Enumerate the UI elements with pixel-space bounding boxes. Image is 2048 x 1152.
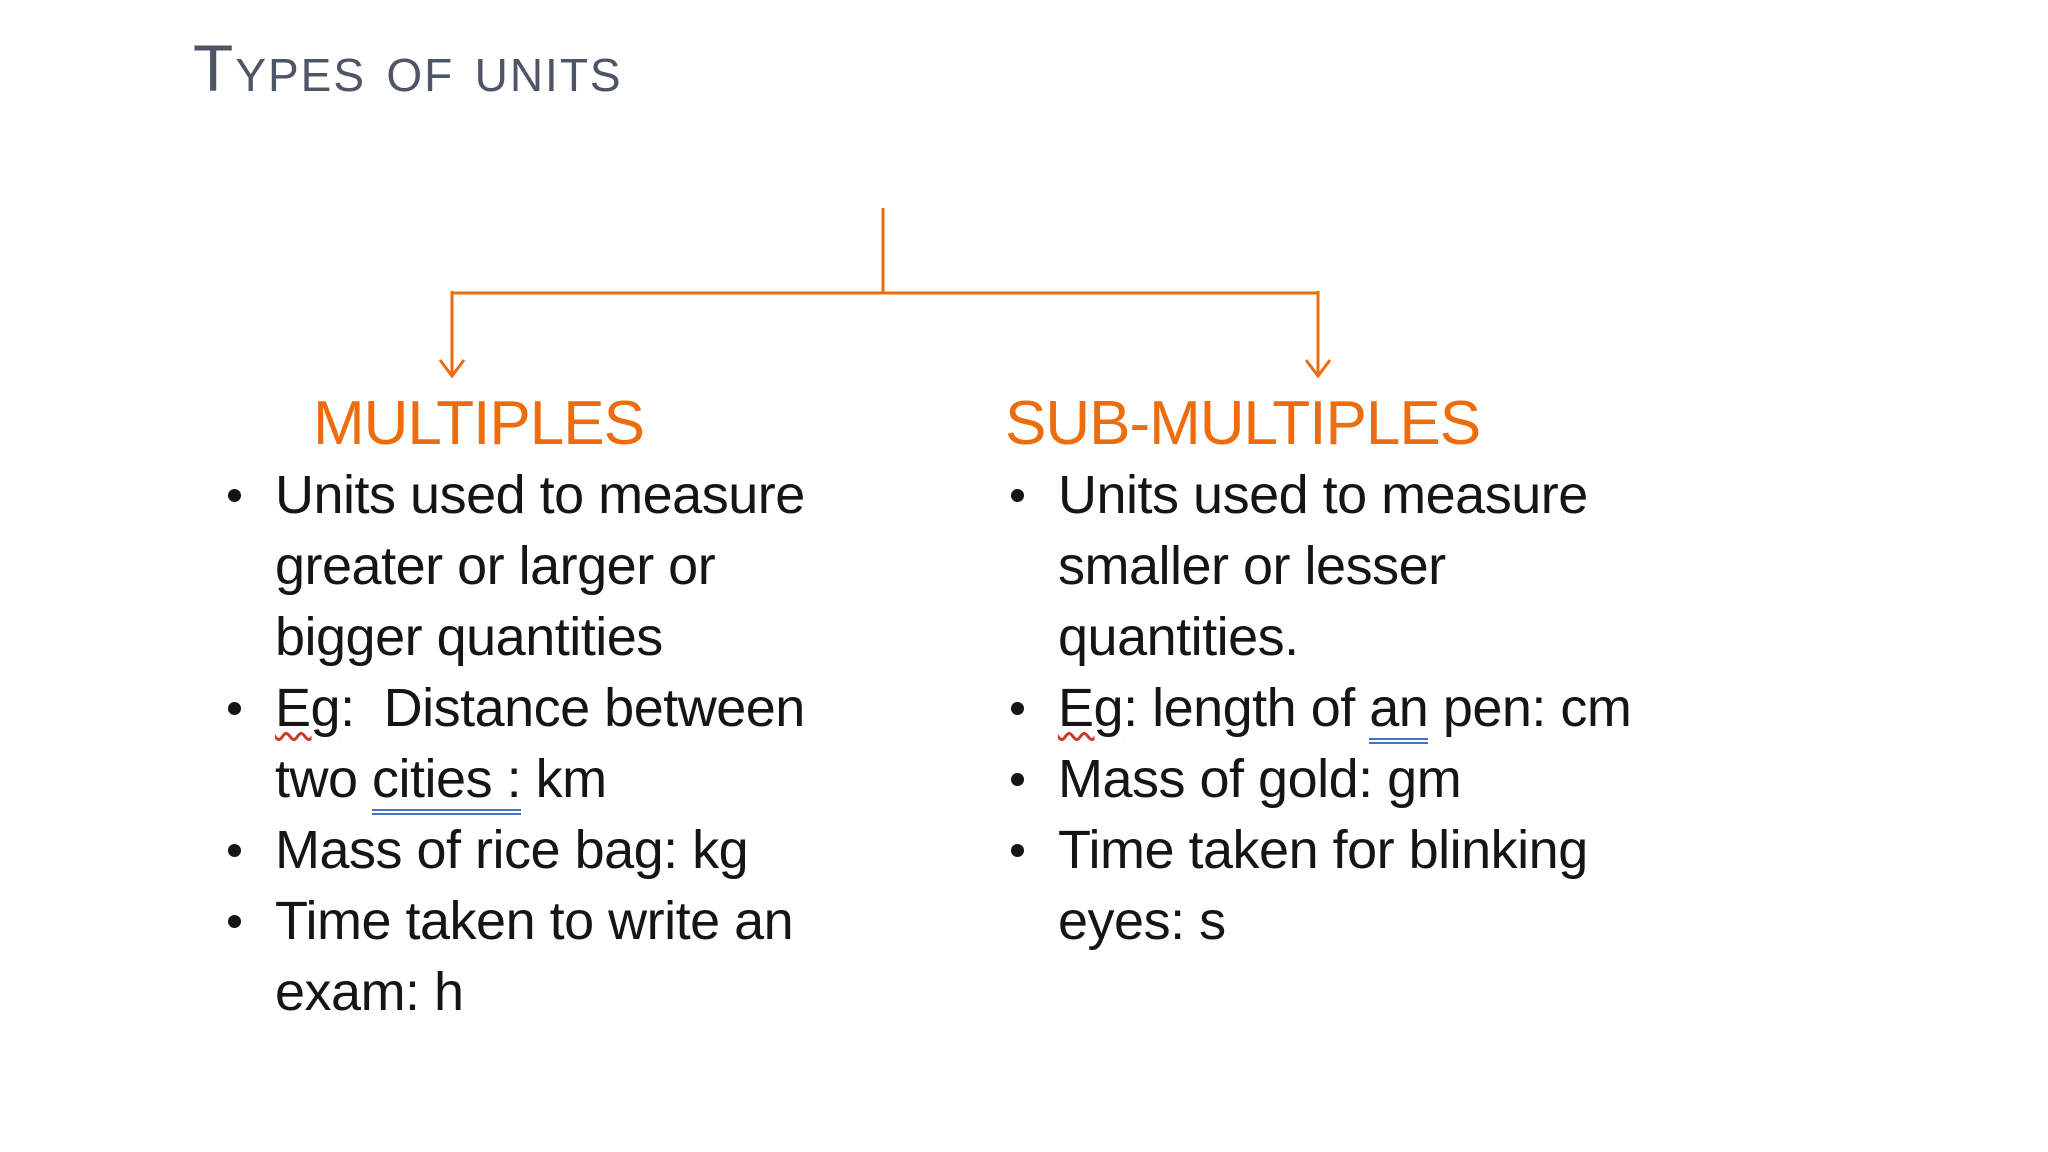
bullet-item: Mass of gold: gm	[1005, 744, 1785, 815]
bullet-item: Units used to measure smaller or lesser …	[1005, 460, 1785, 673]
bullet-text: Time taken for blinking eyes: s	[1058, 815, 1588, 957]
arrow-down-icon	[1304, 359, 1332, 379]
bullet-text: Eg: length of an pen: cm	[1058, 673, 1632, 744]
branch-multiples: MULTIPLES Units used to measure greater …	[222, 388, 962, 1028]
bullet-item: Eg: Distance between two cities : km	[222, 673, 962, 815]
text-run: Units used to measure smaller or lesser …	[1058, 465, 1588, 667]
bullet-text: Eg: Distance between two cities : km	[275, 673, 805, 815]
bullet-marker-icon	[1011, 702, 1024, 715]
bullet-item: Units used to measure greater or larger …	[222, 460, 962, 673]
bullet-item: Time taken to write an exam: h	[222, 886, 962, 1028]
grammar-flagged-text: cities :	[372, 749, 522, 815]
bullet-list: Units used to measure smaller or lesser …	[1005, 460, 1785, 957]
text-run: : Distance between two	[275, 678, 805, 809]
branch-heading: SUB-MULTIPLES	[1005, 389, 1481, 458]
text-run: Mass of gold: gm	[1058, 749, 1462, 809]
text-run: Units used to measure greater or larger …	[275, 465, 805, 667]
bullet-marker-icon	[1011, 489, 1024, 502]
text-run: pen: cm	[1428, 678, 1632, 738]
bullet-text: Units used to measure smaller or lesser …	[1058, 460, 1588, 673]
text-run: Time taken for blinking eyes: s	[1058, 820, 1588, 951]
bullet-marker-icon	[228, 844, 241, 857]
bullet-text: Units used to measure greater or larger …	[275, 460, 805, 673]
text-run: km	[521, 749, 607, 809]
bullet-item: Mass of rice bag: kg	[222, 815, 962, 886]
bullet-text: Mass of gold: gm	[1058, 744, 1462, 815]
bullet-marker-icon	[228, 489, 241, 502]
bullet-marker-icon	[1011, 844, 1024, 857]
branch-sub-multiples: SUB-MULTIPLES Units used to measure smal…	[1005, 388, 1785, 957]
slide-title: Types of units	[193, 31, 623, 105]
bullet-list: Units used to measure greater or larger …	[222, 460, 962, 1028]
bullet-item: Time taken for blinking eyes: s	[1005, 815, 1785, 957]
bullet-item: Eg: length of an pen: cm	[1005, 673, 1785, 744]
text-run: : length of	[1123, 678, 1370, 738]
grammar-flagged-text: an	[1369, 678, 1429, 744]
bullet-marker-icon	[1011, 773, 1024, 786]
spellcheck-flagged-text: Eg	[275, 678, 341, 738]
bullet-text: Time taken to write an exam: h	[275, 886, 794, 1028]
branch-heading: MULTIPLES	[313, 389, 645, 458]
bullet-text: Mass of rice bag: kg	[275, 815, 749, 886]
text-run: Time taken to write an exam: h	[275, 891, 794, 1022]
bullet-marker-icon	[228, 915, 241, 928]
text-run: Mass of rice bag: kg	[275, 820, 749, 880]
branch-connector	[438, 208, 1332, 379]
arrow-down-icon	[438, 359, 466, 379]
spellcheck-flagged-text: Eg	[1058, 678, 1124, 738]
bullet-marker-icon	[228, 702, 241, 715]
